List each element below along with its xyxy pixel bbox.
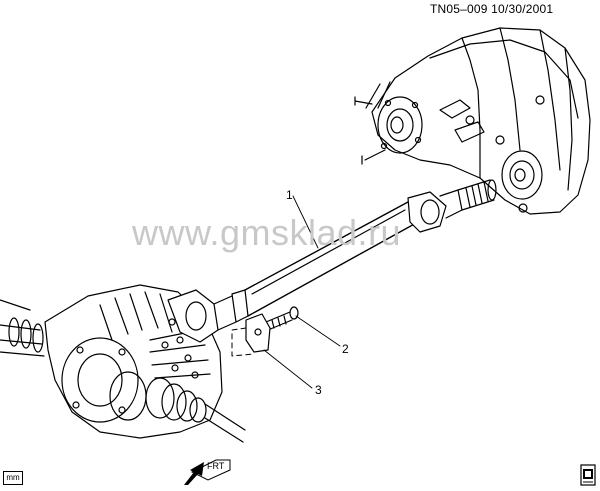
unit-label: mm bbox=[3, 471, 23, 485]
front-direction-arrow-icon bbox=[184, 459, 231, 485]
callout-1: 1 bbox=[286, 188, 293, 202]
transfer-case bbox=[354, 27, 591, 215]
front-label: FRT bbox=[207, 461, 225, 471]
callout-2: 2 bbox=[342, 342, 349, 356]
callout-3: 3 bbox=[315, 383, 322, 397]
leader-lines bbox=[263, 195, 341, 389]
document-id: TN05–009 10/30/2001 bbox=[430, 2, 554, 16]
propeller-shaft bbox=[167, 179, 497, 343]
shield-bolt bbox=[265, 306, 299, 331]
watermark-text: www.gmsklad.ru bbox=[132, 212, 402, 253]
service-manual-icon bbox=[580, 464, 596, 486]
phantom-lines bbox=[231, 327, 255, 357]
retaining-clamp bbox=[245, 313, 271, 353]
